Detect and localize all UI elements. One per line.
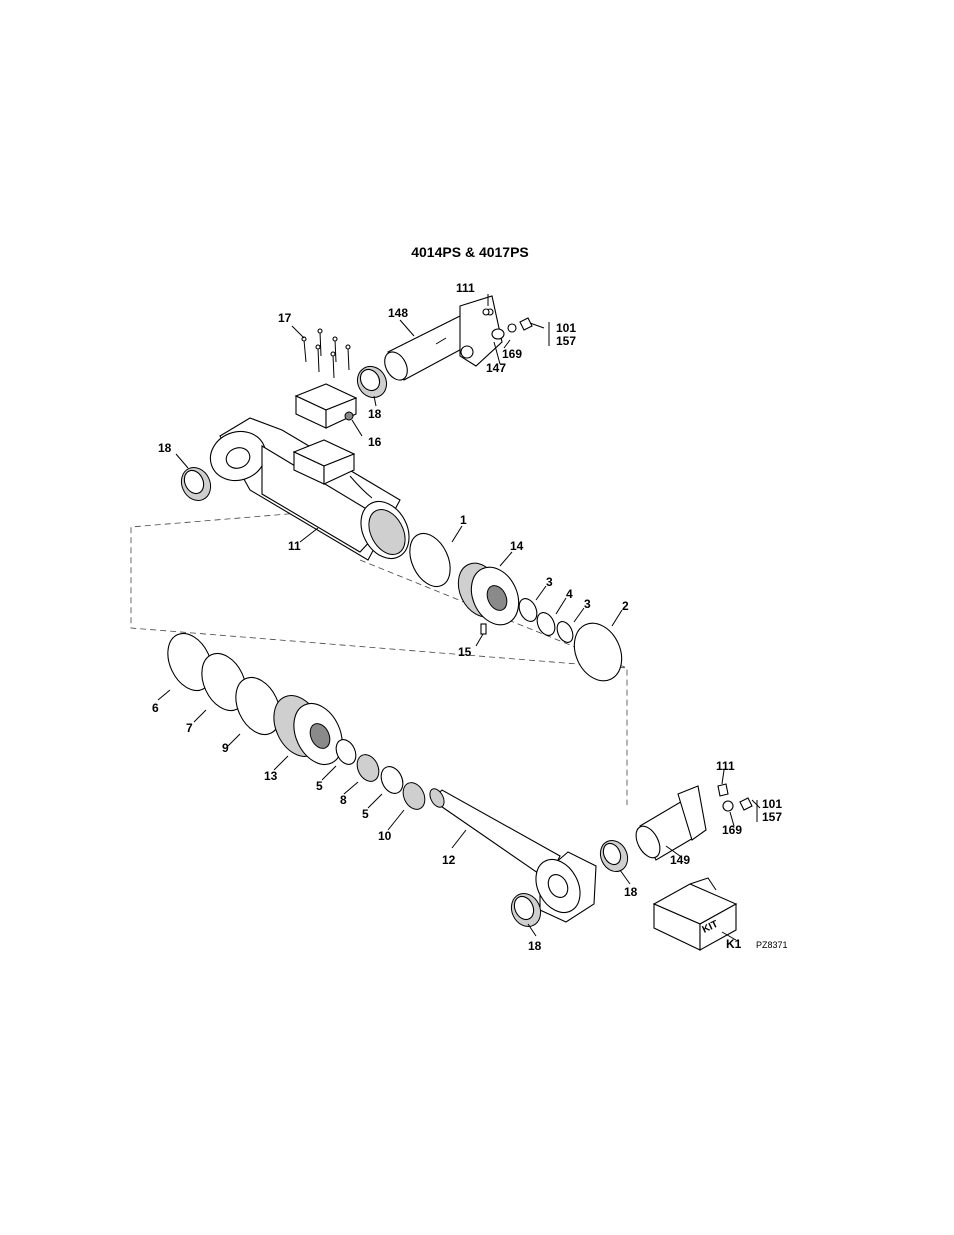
seal-5-b bbox=[377, 763, 407, 797]
callout-5-a: 5 bbox=[316, 779, 323, 793]
callout-149: 149 bbox=[670, 853, 690, 867]
callout-11: 11 bbox=[288, 539, 301, 553]
callout-K1: K1 bbox=[726, 937, 742, 951]
callout-1: 1 bbox=[460, 513, 467, 527]
callout-14: 14 bbox=[510, 539, 524, 553]
callout-18-bottom: 18 bbox=[528, 939, 542, 953]
cylinder-barrel-11 bbox=[203, 418, 418, 567]
callout-169-lower: 169 bbox=[722, 823, 742, 837]
callout-2: 2 bbox=[622, 599, 629, 613]
bushing-18-left bbox=[176, 463, 216, 506]
callout-7: 7 bbox=[186, 721, 193, 735]
o-ring-2 bbox=[565, 616, 630, 689]
callout-157-lower: 157 bbox=[762, 810, 782, 824]
callout-8: 8 bbox=[340, 793, 347, 807]
callout-111: 111 bbox=[456, 281, 475, 295]
callout-15: 15 bbox=[458, 645, 472, 659]
valve-block-16 bbox=[296, 384, 356, 428]
drawing-code: PZ8371 bbox=[756, 940, 788, 950]
callout-101: 101 bbox=[556, 321, 576, 335]
seal-8 bbox=[353, 751, 383, 785]
callout-148: 148 bbox=[388, 306, 408, 320]
seal-10 bbox=[399, 779, 429, 813]
callout-18-upper: 18 bbox=[368, 407, 382, 421]
fittings-lower bbox=[718, 784, 760, 822]
bolts-17 bbox=[302, 329, 350, 378]
kit-box: KIT bbox=[654, 878, 736, 950]
seal-3-lower bbox=[554, 619, 576, 645]
callout-18-left: 18 bbox=[158, 441, 172, 455]
callout-12: 12 bbox=[442, 853, 456, 867]
callout-9: 9 bbox=[222, 741, 229, 755]
callout-157: 157 bbox=[556, 334, 576, 348]
callout-13: 13 bbox=[264, 769, 278, 783]
callout-147: 147 bbox=[486, 361, 506, 375]
callout-5-b: 5 bbox=[362, 807, 369, 821]
callout-101-lower: 101 bbox=[762, 797, 782, 811]
callout-4: 4 bbox=[566, 587, 573, 601]
callout-17: 17 bbox=[278, 311, 292, 325]
callout-18-mid: 18 bbox=[624, 885, 638, 899]
pin-15 bbox=[481, 624, 486, 634]
ring-1 bbox=[402, 527, 458, 593]
gland-head-14 bbox=[450, 556, 528, 632]
callout-3-upper: 3 bbox=[546, 575, 553, 589]
bushing-18-mid bbox=[595, 836, 632, 876]
callout-16: 16 bbox=[368, 435, 382, 449]
callout-labels: 111 148 17 101 157 169 147 18 16 18 11 1… bbox=[152, 281, 788, 953]
callout-3-lower: 3 bbox=[584, 597, 591, 611]
callout-10: 10 bbox=[378, 829, 392, 843]
callout-6: 6 bbox=[152, 701, 159, 715]
callout-111-lower: 111 bbox=[716, 759, 735, 773]
callout-169: 169 bbox=[502, 347, 522, 361]
pin-149 bbox=[631, 786, 706, 862]
